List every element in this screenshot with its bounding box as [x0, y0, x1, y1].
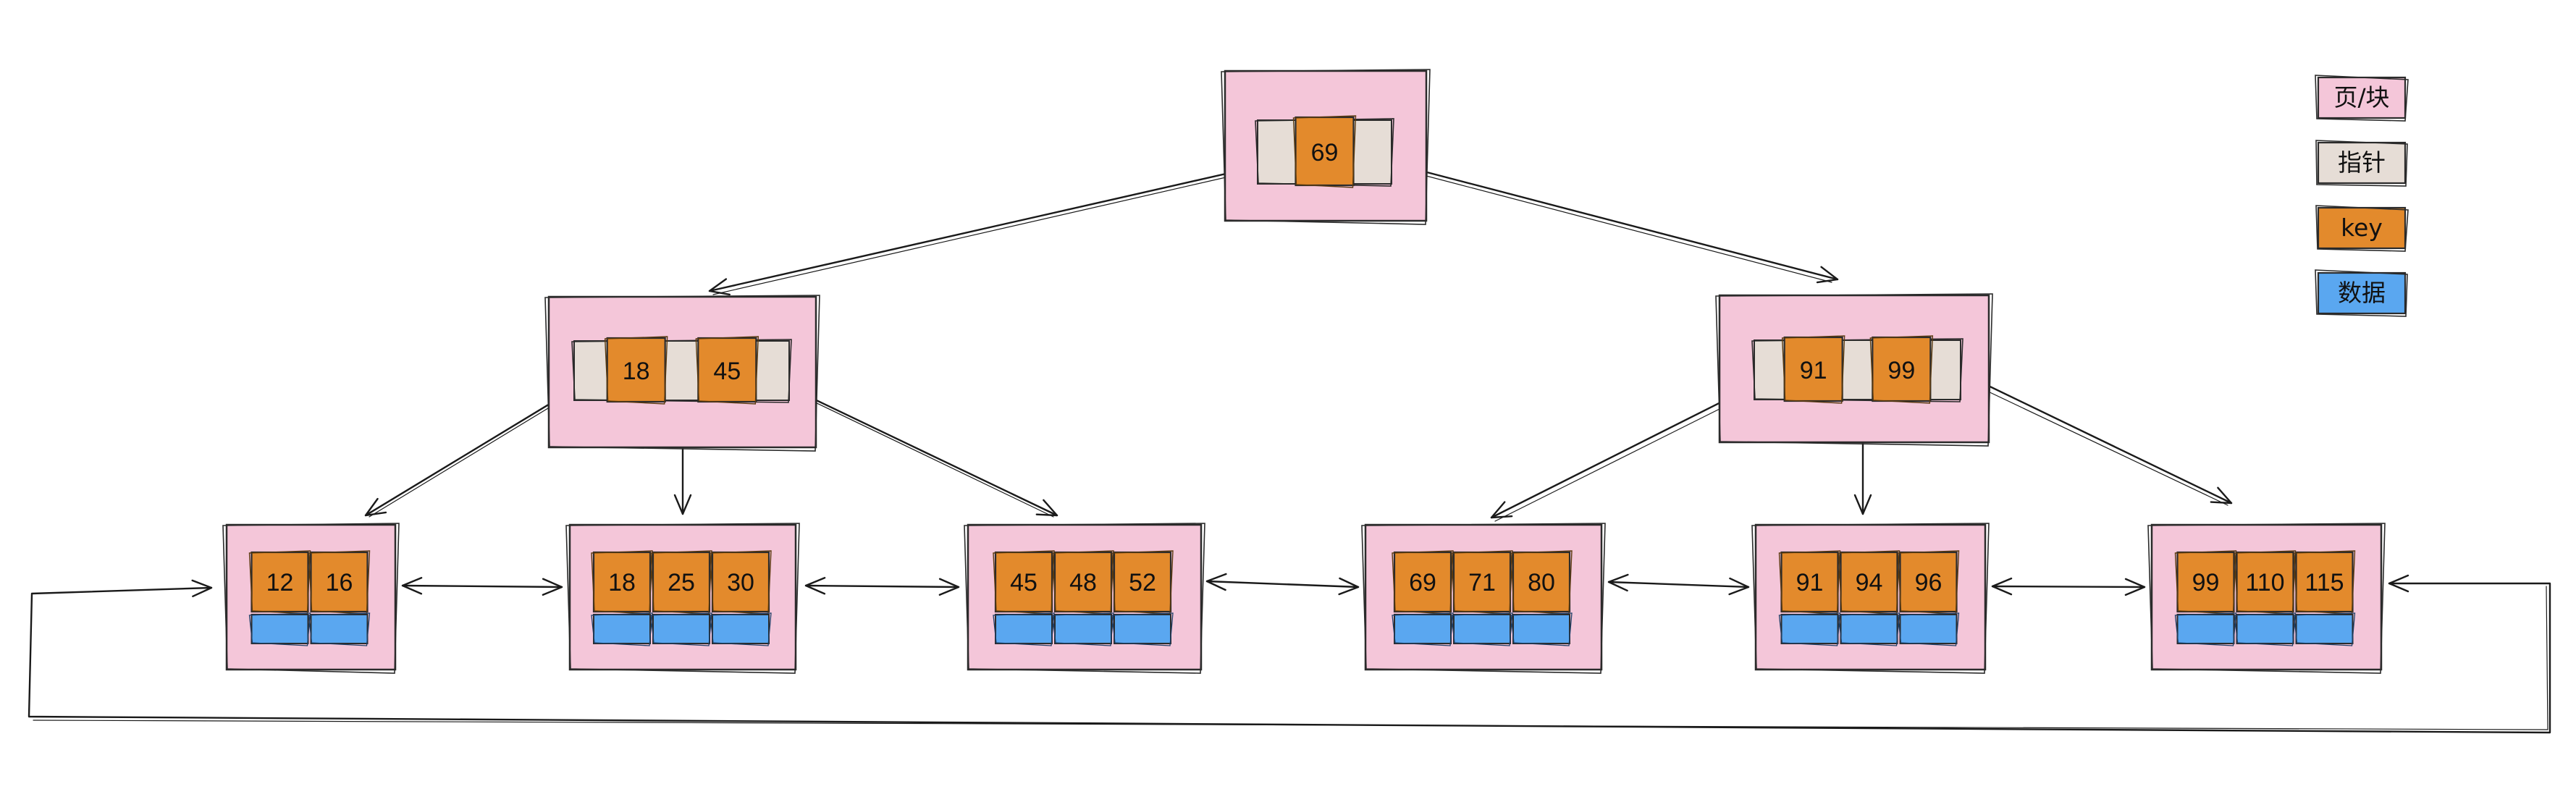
root-node: 69 [1221, 69, 1431, 225]
key-cell [1113, 551, 1172, 613]
legend-label-data: 数据 [2338, 279, 2386, 307]
link-leaf3-leaf4 [1205, 573, 1360, 596]
data-cell [2295, 614, 2354, 644]
key-label: 91 [1800, 357, 1827, 384]
data-cell [1054, 614, 1112, 644]
data-cell [1512, 614, 1570, 644]
key-label: 45 [713, 358, 741, 385]
data-cell [1899, 614, 1958, 644]
leaf-node-6: 99 110 115 [2147, 523, 2386, 674]
data-cell [251, 614, 309, 644]
key-cell [1783, 336, 1843, 402]
link-leaf4-leaf5 [1607, 573, 1750, 596]
link-leaf5-leaf6 [1991, 577, 2146, 596]
link-leaf1-leaf2 [401, 577, 563, 596]
data-cell [2236, 614, 2294, 644]
data-cell [652, 614, 710, 644]
data-cell [995, 614, 1053, 644]
key-label: 52 [1129, 569, 1156, 596]
edge-root-right-sketch [1395, 167, 1832, 283]
key-label: 69 [1311, 139, 1339, 166]
data-cell [712, 614, 770, 644]
key-cell [711, 551, 770, 613]
data-cell [593, 614, 651, 644]
key-label: 16 [326, 569, 353, 596]
key-swatch-icon [2317, 206, 2407, 250]
key-label: 91 [1796, 569, 1824, 596]
key-cell [1393, 551, 1452, 613]
key-cell [2176, 551, 2235, 613]
key-cell [2236, 551, 2294, 613]
edge-root-right [1392, 162, 1839, 284]
data-cell [310, 614, 369, 644]
edge-int1-leaf3 [788, 386, 1058, 517]
edge-int2-leaf6-sketch [1956, 376, 2228, 506]
key-label: 18 [623, 358, 650, 385]
key-label: 96 [1915, 569, 1942, 596]
key-label: 71 [1468, 569, 1496, 596]
loop-last-to-first-sketch [33, 586, 2548, 730]
data-cell [1394, 614, 1452, 644]
key-label: 115 [2304, 569, 2344, 596]
key-cell [1053, 551, 1113, 613]
key-label: 12 [266, 569, 294, 596]
data-cell [1453, 614, 1511, 644]
legend-item-pointer: 指针 [2315, 140, 2408, 187]
legend-label-key: key [2341, 214, 2383, 242]
key-label: 99 [2192, 569, 2220, 596]
data-cell [2176, 614, 2235, 644]
key-cell [697, 337, 757, 403]
edge-root-left [708, 162, 1272, 296]
data-swatch-icon [2317, 271, 2407, 315]
legend-label-page: 页/块 [2333, 83, 2389, 111]
legend-item-page: 页/块 [2315, 75, 2409, 122]
key-cell [652, 551, 711, 613]
key-cell [2295, 551, 2354, 613]
key-cell [1512, 551, 1571, 613]
legend-label-pointer: 指针 [2338, 148, 2386, 177]
legend-item-data: 数据 [2315, 269, 2408, 317]
key-label: 110 [2245, 569, 2284, 596]
key-label: 45 [1010, 569, 1037, 596]
data-cell [1114, 614, 1171, 644]
key-label: 48 [1069, 569, 1097, 596]
key-label: 99 [1887, 357, 1915, 384]
key-label: 18 [608, 569, 636, 596]
data-cell [1780, 614, 1839, 644]
key-label: 69 [1409, 569, 1436, 596]
leaf-node-2: 18 25 30 [565, 523, 800, 674]
key-label: 94 [1856, 569, 1883, 596]
key-cell [1452, 551, 1512, 613]
leaf-node-4: 69 71 80 [1361, 523, 1606, 674]
edge-root-left-sketch [712, 167, 1268, 295]
key-label: 25 [668, 569, 695, 596]
page-swatch-icon [2317, 76, 2407, 119]
key-cell [994, 551, 1053, 613]
leaf-node-5: 91 94 96 [1751, 523, 1990, 674]
internal-node-2: 91 99 [1715, 293, 1993, 447]
leaf-node-1: 12 16 [222, 523, 400, 674]
legend: 页/块 指针 key 数据 [2315, 75, 2409, 317]
edge-int1-leaf3-sketch [792, 391, 1054, 518]
leaf-node-3: 45 48 52 [964, 523, 1205, 674]
legend-item-key: key [2315, 205, 2409, 252]
link-leaf2-leaf3 [804, 577, 960, 596]
edge-int2-leaf6 [1957, 370, 2233, 505]
key-label: 80 [1528, 569, 1555, 596]
key-cell [310, 551, 369, 613]
data-cell [1840, 614, 1898, 644]
key-cell [606, 337, 666, 403]
key-label: 30 [727, 569, 754, 596]
